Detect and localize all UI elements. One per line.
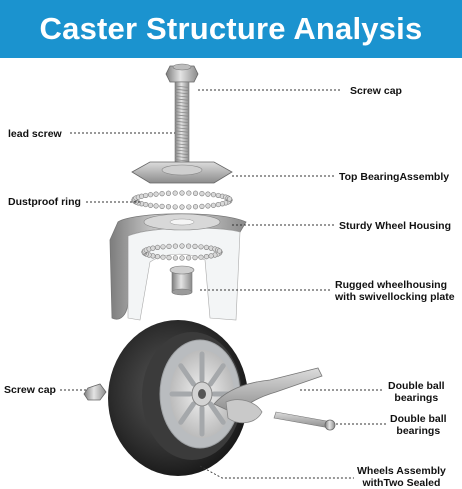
swivel-bolt: [170, 266, 194, 295]
label-wheels-assembly-line-2: withTwo Sealed: [357, 477, 446, 489]
label-double-ball-1: Double ball bearings: [388, 380, 445, 404]
label-screw-cap-top: Screw cap: [350, 85, 402, 97]
page-title: Caster Structure Analysis: [40, 11, 423, 47]
top-bearing-plate: [132, 162, 232, 183]
label-rugged-wheelhousing: Rugged wheelhousing with swivellocking p…: [335, 279, 455, 303]
axle-rod: [274, 412, 335, 430]
label-double-ball-1-line-1: Double ball: [388, 380, 445, 392]
title-banner: Caster Structure Analysis: [0, 0, 462, 58]
label-rugged-line-1: Rugged wheelhousing: [335, 279, 455, 291]
label-rugged-line-2: with swivellocking plate: [335, 291, 455, 303]
label-lead-screw: lead screw: [8, 128, 62, 140]
ball-ring-upper: [132, 191, 233, 210]
top-nut: [166, 64, 198, 82]
label-double-ball-2-line-2: bearings: [390, 425, 447, 437]
lead-screw-part: [175, 82, 189, 168]
label-double-ball-1-line-2: bearings: [388, 392, 445, 404]
label-top-bearing-assembly: Top BearingAssembly: [339, 171, 449, 183]
label-wheels-assembly-line-1: Wheels Assembly: [357, 465, 446, 477]
label-dustproof-ring: Dustproof ring: [8, 196, 81, 208]
label-double-ball-2: Double ball bearings: [390, 413, 447, 437]
label-sturdy-wheel-housing: Sturdy Wheel Housing: [339, 220, 451, 232]
label-screw-cap-left: Screw cap: [4, 384, 56, 396]
axle-cap-left: [84, 384, 106, 400]
label-wheels-assembly: Wheels Assembly withTwo Sealed: [357, 465, 446, 489]
label-double-ball-2-line-1: Double ball: [390, 413, 447, 425]
